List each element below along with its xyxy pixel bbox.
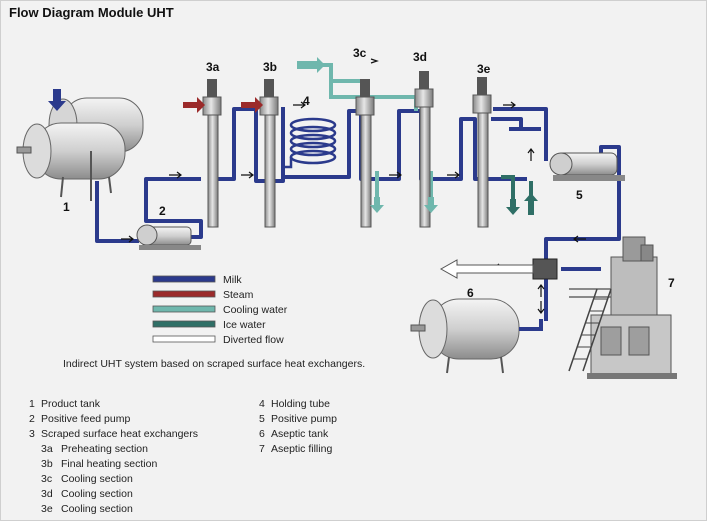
legend-label-ice-water: Ice water (223, 319, 266, 331)
page-title: Flow Diagram Module UHT (9, 5, 174, 20)
holding-tube (283, 117, 337, 169)
diagram-caption: Indirect UHT system based on scraped sur… (63, 358, 365, 370)
positive-pump (549, 152, 625, 181)
legend-swatch-milk (152, 275, 216, 283)
legend: Milk Steam Cooling water Ice water Diver… (152, 274, 288, 346)
heat-exchanger-3a (202, 79, 222, 228)
positive-feed-pump (136, 224, 201, 250)
label-2: 2 (159, 204, 166, 218)
label-4: 4 (303, 94, 310, 108)
legend-label-steam: Steam (223, 289, 254, 301)
ice-water-inlet-icon (524, 193, 538, 215)
cooling-water-inlet-icon (297, 57, 325, 73)
legend-swatch-steam (152, 290, 216, 298)
inlet-arrow-icon (48, 89, 66, 111)
product-tank (16, 97, 144, 201)
divert-valve (532, 258, 558, 280)
legend-swatch-diverted-flow (152, 335, 216, 343)
diverted-flow-arrow-icon (439, 259, 534, 279)
aseptic-filling-machine (568, 236, 677, 379)
heat-exchanger-3b (259, 79, 279, 228)
steam-arrow-icon (241, 97, 263, 113)
label-3b: 3b (263, 60, 277, 74)
label-1: 1 (63, 200, 70, 214)
label-7: 7 (668, 276, 675, 290)
legend-label-cooling-water: Cooling water (223, 304, 288, 316)
legend-label-milk: Milk (223, 274, 242, 286)
ice-water-outlet-icon (506, 199, 520, 215)
cooling-water-outlet-icon (370, 197, 384, 213)
label-6: 6 (467, 286, 474, 300)
label-3e: 3e (477, 62, 491, 76)
steam-arrow-icon (183, 97, 205, 113)
aseptic-tank (410, 298, 520, 374)
label-3d: 3d (413, 50, 427, 64)
legend-label-diverted-flow: Diverted flow (223, 334, 284, 346)
label-3c: 3c (353, 46, 367, 60)
legend-swatch-ice-water (152, 320, 216, 328)
label-3a: 3a (206, 60, 220, 74)
heat-exchanger-3e (472, 77, 492, 228)
heat-exchanger-3c (355, 79, 375, 228)
label-5: 5 (576, 188, 583, 202)
cooling-water-outlet-icon (424, 197, 438, 213)
legend-swatch-cooling-water (152, 305, 216, 313)
heat-exchanger-3d (414, 71, 434, 228)
